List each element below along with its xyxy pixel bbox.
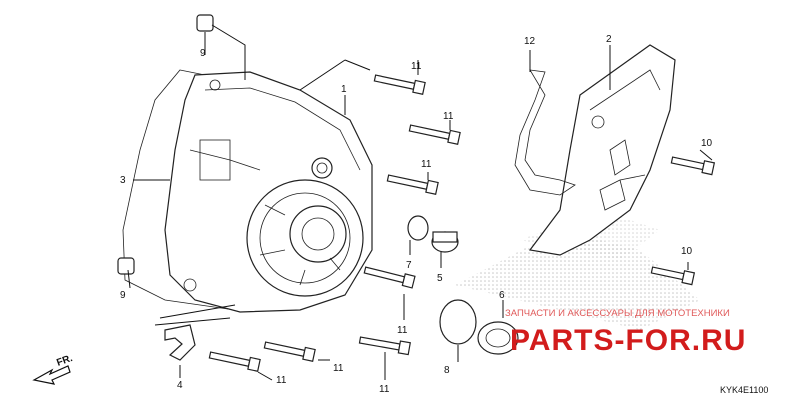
timing-hole-cap xyxy=(431,231,459,253)
left-crankcase-cover xyxy=(164,71,373,313)
label-part-11-e: 11 xyxy=(379,384,390,395)
label-part-3: 3 xyxy=(120,175,126,186)
dowel-pin-bottom xyxy=(117,257,135,275)
label-part-11-f: 11 xyxy=(333,363,344,374)
bolt-set xyxy=(208,74,461,372)
label-part-12: 12 xyxy=(524,36,536,47)
label-part-8: 8 xyxy=(444,365,450,376)
label-part-11-d: 11 xyxy=(397,325,408,336)
label-part-10-top: 10 xyxy=(701,138,713,149)
leader-lines xyxy=(127,24,713,381)
label-part-10-bottom: 10 xyxy=(681,246,693,257)
label-part-11-c: 11 xyxy=(421,159,432,170)
label-part-4: 4 xyxy=(177,380,183,391)
dowel-pin-top xyxy=(196,14,214,32)
diagram-code: KYK4E1100 xyxy=(720,385,768,395)
sprocket-cover xyxy=(528,44,676,256)
label-part-11-a: 11 xyxy=(411,61,422,72)
direction-label: FR. xyxy=(55,353,74,369)
label-part-6: 6 xyxy=(499,290,505,301)
o-ring-large xyxy=(439,299,477,345)
label-part-9-top: 9 xyxy=(200,48,206,59)
label-part-2: 2 xyxy=(606,34,612,45)
label-part-11-b: 11 xyxy=(443,111,454,122)
crankshaft-hole-cap xyxy=(477,321,519,355)
label-part-9-bottom: 9 xyxy=(120,290,126,301)
part-labels: 1 2 3 4 5 6 7 8 9 9 10 10 11 11 11 11 11… xyxy=(120,34,713,395)
chain-guide-plate xyxy=(514,69,576,196)
watermark-tagline: ЗАПЧАСТИ И АКСЕССУАРЫ ДЛЯ МОТОТЕХНИКИ xyxy=(505,308,730,319)
label-part-1: 1 xyxy=(341,84,347,95)
label-part-5: 5 xyxy=(437,273,443,284)
bolt-set-10 xyxy=(650,156,716,286)
o-ring-small xyxy=(407,215,429,241)
label-part-11-g: 11 xyxy=(276,375,287,386)
front-direction-arrow: FR. xyxy=(32,353,74,385)
cable-clamp xyxy=(164,324,196,361)
watermark-brand: PARTS-FOR.RU xyxy=(510,324,746,357)
label-part-7: 7 xyxy=(406,260,412,271)
